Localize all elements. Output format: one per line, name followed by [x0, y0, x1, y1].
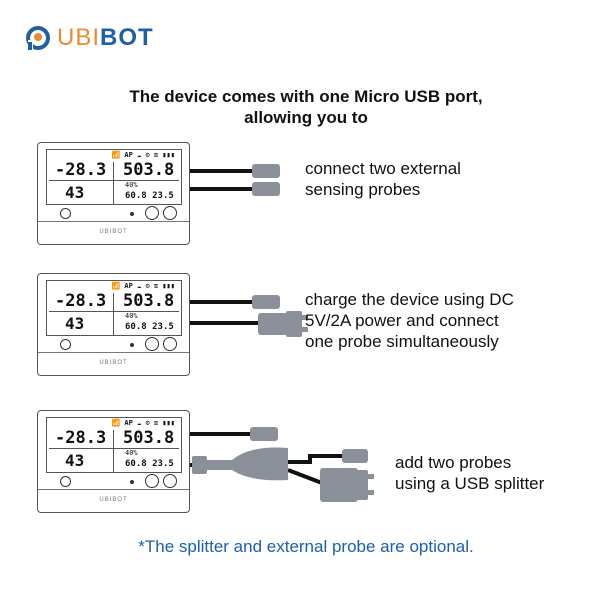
button-left[interactable]: [145, 474, 159, 488]
co2-value: 503.8: [123, 160, 175, 180]
splitter-plug: [192, 456, 207, 474]
connectors: [192, 164, 374, 502]
indicator-led: [130, 343, 134, 347]
status-icons: 📶 AP ☁ ⚙ ≋ ▮▮▮: [111, 151, 175, 159]
humidity-value: 43: [65, 451, 85, 470]
indicator-led: [130, 212, 134, 216]
button-right[interactable]: [163, 337, 177, 351]
button-right[interactable]: [163, 474, 177, 488]
dc-power-plug: [258, 311, 308, 337]
probe-connector: [250, 427, 278, 441]
lcd-screen: 📶 AP ☁ ⚙ ≋ ▮▮▮ -28.3 503.8 43 40% 60.8 2…: [46, 417, 182, 473]
page-title: The device comes with one Micro USB port…: [0, 86, 612, 128]
power-value: 40%: [125, 449, 138, 457]
humidity-value: 43: [65, 314, 85, 333]
temperature-value: -28.3: [55, 291, 107, 311]
probe1-value: 60.8: [125, 191, 147, 201]
temperature-value: -28.3: [55, 160, 107, 180]
status-icons: 📶 AP ☁ ⚙ ≋ ▮▮▮: [111, 282, 175, 290]
button-right[interactable]: [163, 206, 177, 220]
temperature-value: -28.3: [55, 428, 107, 448]
button-left[interactable]: [145, 337, 159, 351]
power-value: 40%: [125, 312, 138, 320]
title-line-1: The device comes with one Micro USB port…: [129, 87, 483, 106]
title-line-2: allowing you to: [244, 108, 368, 127]
lcd-screen: 📶 AP ☁ ⚙ ≋ ▮▮▮ -28.3 503.8 43 40% 60.8 2…: [46, 149, 182, 205]
device-brand: UBIBOT: [99, 360, 128, 366]
button-left[interactable]: [145, 206, 159, 220]
ubibot-logo: UBIBOT: [25, 24, 154, 52]
probe-connector: [252, 295, 280, 309]
device-brand: UBIBOT: [99, 229, 128, 235]
indicator-led: [130, 480, 134, 484]
sensor-device-1: 📶 AP ☁ ⚙ ≋ ▮▮▮ -28.3 503.8 43 40% 60.8 2…: [37, 142, 190, 245]
co2-value: 503.8: [123, 291, 175, 311]
usb-splitter: [206, 447, 288, 481]
probe2-value: 23.5: [152, 191, 174, 201]
splitter-dc-plug: [320, 468, 374, 502]
lcd-screen: 📶 AP ☁ ⚙ ≋ ▮▮▮ -28.3 503.8 43 40% 60.8 2…: [46, 280, 182, 336]
footnote: *The splitter and external probe are opt…: [138, 537, 474, 556]
menu-button[interactable]: [60, 208, 71, 219]
probe-connector-2: [252, 182, 280, 196]
sensor-device-3: 📶 AP ☁ ⚙ ≋ ▮▮▮ -28.3 503.8 43 40% 60.8 2…: [37, 410, 190, 513]
humidity-value: 43: [65, 183, 85, 202]
menu-button[interactable]: [60, 339, 71, 350]
power-value: 40%: [125, 181, 138, 189]
device-brand: UBIBOT: [99, 497, 128, 503]
menu-button[interactable]: [60, 476, 71, 487]
sensor-device-2: 📶 AP ☁ ⚙ ≋ ▮▮▮ -28.3 503.8 43 40% 60.8 2…: [37, 273, 190, 376]
splitter-probe-connector: [342, 449, 368, 463]
co2-value: 503.8: [123, 428, 175, 448]
status-icons: 📶 AP ☁ ⚙ ≋ ▮▮▮: [111, 419, 175, 427]
probe-connector-1: [252, 164, 280, 178]
logo-icon: [26, 26, 50, 51]
probe1-value: 60.8: [125, 322, 147, 332]
logo-text-ubi: UBI: [57, 24, 101, 51]
probe1-value: 60.8: [125, 459, 147, 469]
probe2-value: 23.5: [152, 459, 174, 469]
probe2-value: 23.5: [152, 322, 174, 332]
logo-text-bot: BOT: [100, 24, 154, 51]
